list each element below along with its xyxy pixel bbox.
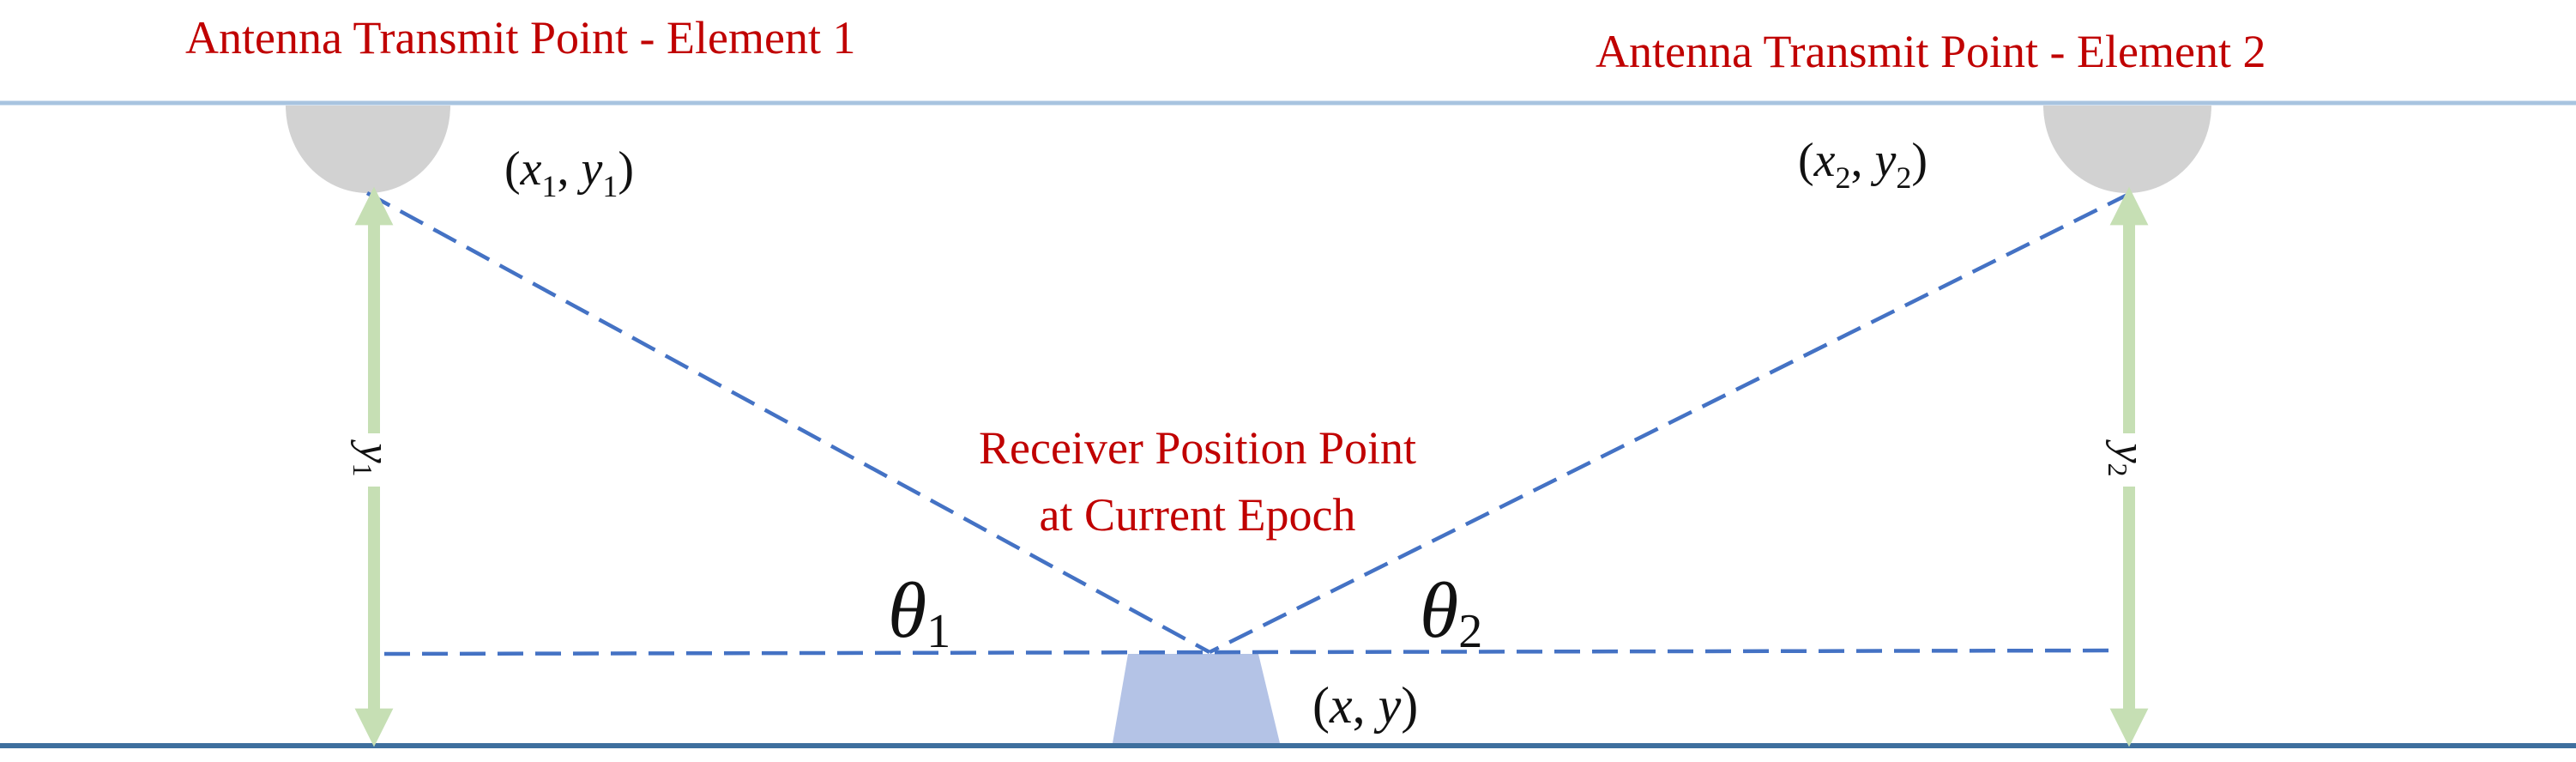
point2-coordinates: (x2, y2) [1798,134,1927,195]
height2-label: y2 [2102,438,2154,476]
antenna-dish-icon [286,106,450,193]
receiver-label-line2: at Current Epoch [1040,489,1356,541]
point1-coordinates: (x1, y1) [504,142,634,203]
receiver-coordinates: (x, y) [1312,677,1418,734]
height1-label: y1 [347,438,399,476]
receiver-label-line1: Receiver Position Point [979,422,1416,474]
antenna-dish-icon [2043,106,2211,193]
dashed-horizontal-baseline [383,648,2118,656]
angle-theta2-label: θ2 [1420,566,1482,658]
antenna1-label: Antenna Transmit Point - Element 1 [185,12,855,64]
dashed-line-antenna2-to-receiver [1208,190,2133,655]
receiver-trapezoid-icon [1113,654,1280,743]
dashed-line-antenna1-to-receiver [365,191,1211,654]
antenna2-label: Antenna Transmit Point - Element 2 [1596,26,2265,77]
angle-theta1-label: θ1 [888,566,950,658]
